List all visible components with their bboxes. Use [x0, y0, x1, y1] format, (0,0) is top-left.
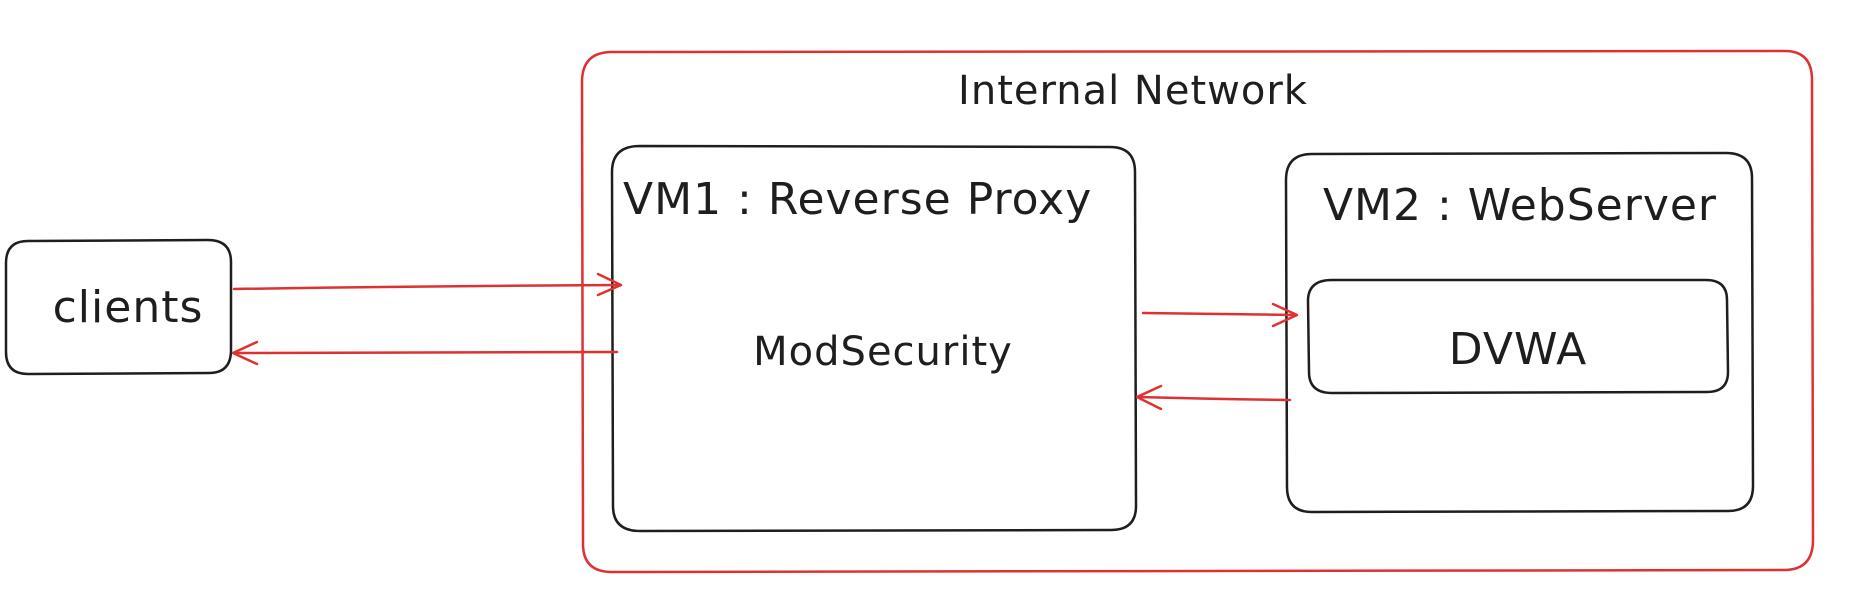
- internal-network-label: Internal Network: [958, 68, 1308, 114]
- vm2-node: VM2 : WebServer DVWA: [1284, 151, 1755, 514]
- arrowhead-proxy-to-webserver: [1271, 302, 1299, 328]
- clients-label: clients: [53, 282, 204, 333]
- vm1-node: VM1 : Reverse Proxy ModSecurity: [610, 144, 1138, 533]
- arrowhead-clients-to-proxy: [596, 272, 623, 297]
- modsecurity-label: ModSecurity: [753, 329, 1013, 375]
- clients-box: [4, 238, 233, 376]
- vm2-box: [1284, 151, 1755, 514]
- vm1-box: [610, 144, 1138, 533]
- arrowhead-webserver-to-proxy: [1135, 384, 1163, 411]
- arrow-webserver-to-proxy: [1136, 395, 1292, 402]
- internal-network-group: Internal Network: [580, 49, 1815, 574]
- vm1-label: VM1 : Reverse Proxy: [623, 174, 1092, 225]
- dvwa-label: DVWA: [1449, 324, 1587, 375]
- dvwa-box: [1306, 278, 1730, 395]
- internal-network-border: [580, 49, 1815, 574]
- clients-node: clients: [4, 238, 233, 376]
- connection-arrows: [231, 272, 1299, 411]
- vm2-label: VM2 : WebServer: [1323, 180, 1717, 231]
- arrow-proxy-to-webserver: [1141, 311, 1298, 317]
- arrowhead-proxy-to-clients: [231, 340, 259, 366]
- arrow-proxy-to-clients: [232, 350, 619, 355]
- arrow-clients-to-proxy: [232, 283, 622, 291]
